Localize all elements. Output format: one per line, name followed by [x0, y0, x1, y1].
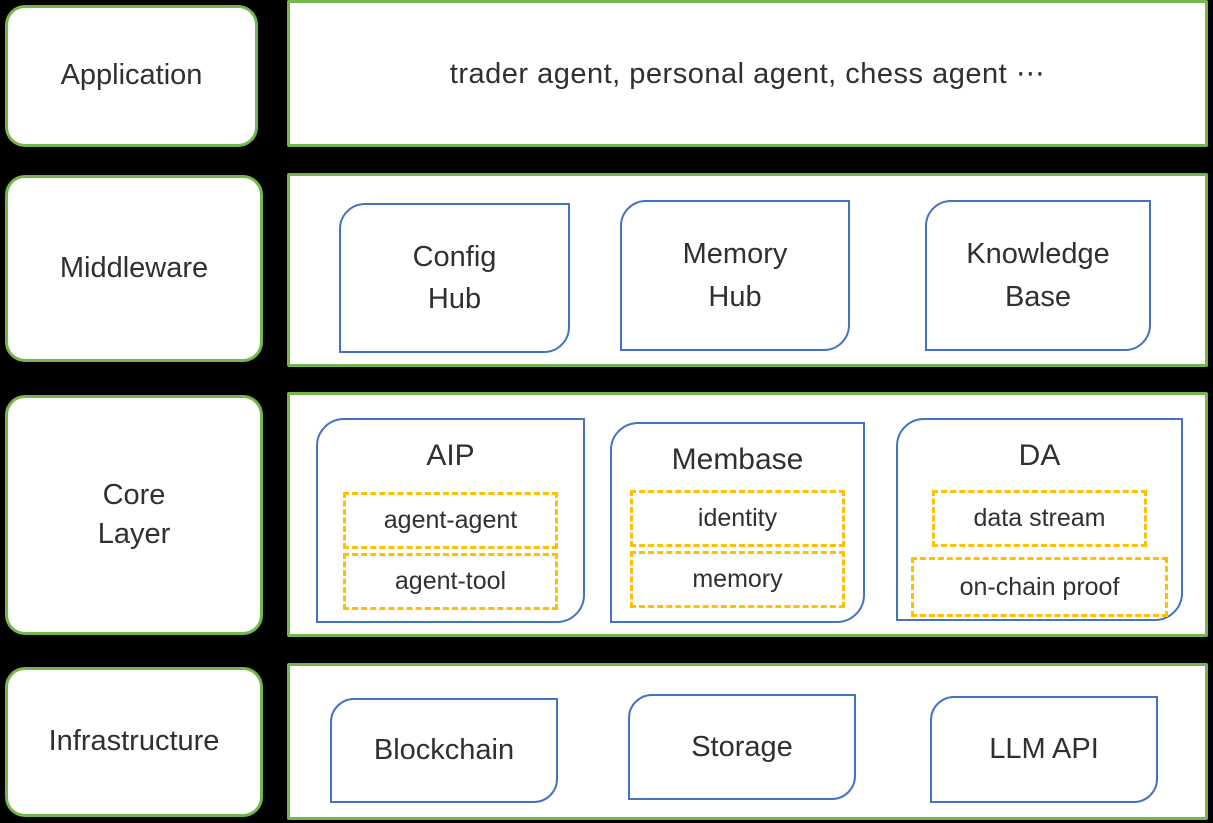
box-config-hub-title: Config Hub: [412, 240, 497, 315]
box-storage-title: Storage: [691, 730, 793, 763]
core-layer-panel: AIP agent-agent agent-tool Membase ident…: [287, 392, 1208, 637]
box-da: DA data stream on-chain proof: [896, 418, 1183, 621]
box-memory-hub-title: Memory Hub: [682, 238, 788, 313]
layer-label-middleware-text: Middleware: [59, 251, 209, 284]
box-membase: Membase identity memory: [610, 422, 865, 623]
chip-agent-agent: agent-agent: [343, 492, 558, 549]
box-knowledge-base: Knowledge Base: [925, 200, 1151, 351]
application-examples-text: trader agent, personal agent, chess agen…: [449, 58, 1046, 90]
application-panel: trader agent, personal agent, chess agen…: [287, 0, 1208, 147]
middleware-panel: Config Hub Memory Hub Knowledge Base: [287, 173, 1208, 367]
box-aip-title: AIP: [426, 439, 475, 472]
box-da-title: DA: [1018, 439, 1061, 472]
layer-label-core-layer: Core Layer: [5, 395, 263, 635]
layer-label-application: Application: [5, 5, 258, 147]
chip-data-stream: data stream: [932, 490, 1147, 547]
box-llm-api-title: LLM API: [989, 733, 1099, 765]
box-blockchain-title: Blockchain: [373, 734, 515, 766]
box-membase-title: Membase: [671, 443, 804, 476]
box-knowledge-base-title: Knowledge Base: [966, 238, 1110, 313]
box-llm-api: LLM API: [930, 696, 1158, 803]
layer-label-core-layer-text: Core Layer: [97, 478, 171, 550]
chip-identity: identity: [630, 490, 845, 547]
box-aip: AIP agent-agent agent-tool: [316, 418, 585, 623]
box-blockchain: Blockchain: [330, 698, 558, 803]
infrastructure-panel: Blockchain Storage LLM API: [287, 663, 1208, 820]
box-memory-hub: Memory Hub: [620, 200, 850, 351]
chip-on-chain-proof: on-chain proof: [911, 557, 1168, 617]
box-config-hub: Config Hub: [339, 203, 570, 353]
box-storage: Storage: [628, 694, 856, 800]
chip-memory: memory: [630, 551, 845, 608]
layer-label-infrastructure-text: Infrastructure: [48, 725, 220, 758]
chip-agent-tool: agent-tool: [343, 553, 558, 610]
layer-label-middleware: Middleware: [5, 175, 263, 362]
layer-label-application-text: Application: [60, 59, 203, 92]
layer-label-infrastructure: Infrastructure: [5, 667, 263, 817]
